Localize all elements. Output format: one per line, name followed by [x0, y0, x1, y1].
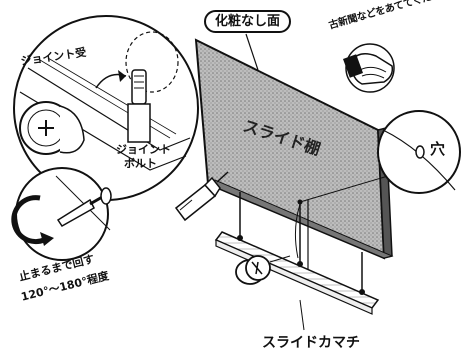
- slide-kamachi-label: スライドカマチ: [262, 335, 360, 351]
- cam-lock-icon: [235, 255, 291, 285]
- joint-bolt-label-1: ジョイント: [116, 143, 171, 156]
- joint-bolt-label-2: ボルト: [124, 157, 157, 170]
- hole-zoom-circle: [377, 110, 461, 194]
- support-rods: [239, 192, 363, 298]
- rotation-zoom-circle: [15, 167, 111, 261]
- screwdriver-icon: [56, 187, 112, 227]
- glue-bottle-icon: [174, 171, 229, 222]
- hand-icon: [343, 43, 395, 93]
- rotation-arrow-icon: [11, 195, 54, 246]
- hole-marker: [297, 175, 389, 205]
- hole-label: 穴: [430, 140, 446, 158]
- no-finish-face-label: 化粧なし面: [204, 10, 292, 33]
- joint-zoom-circle: [13, 15, 199, 201]
